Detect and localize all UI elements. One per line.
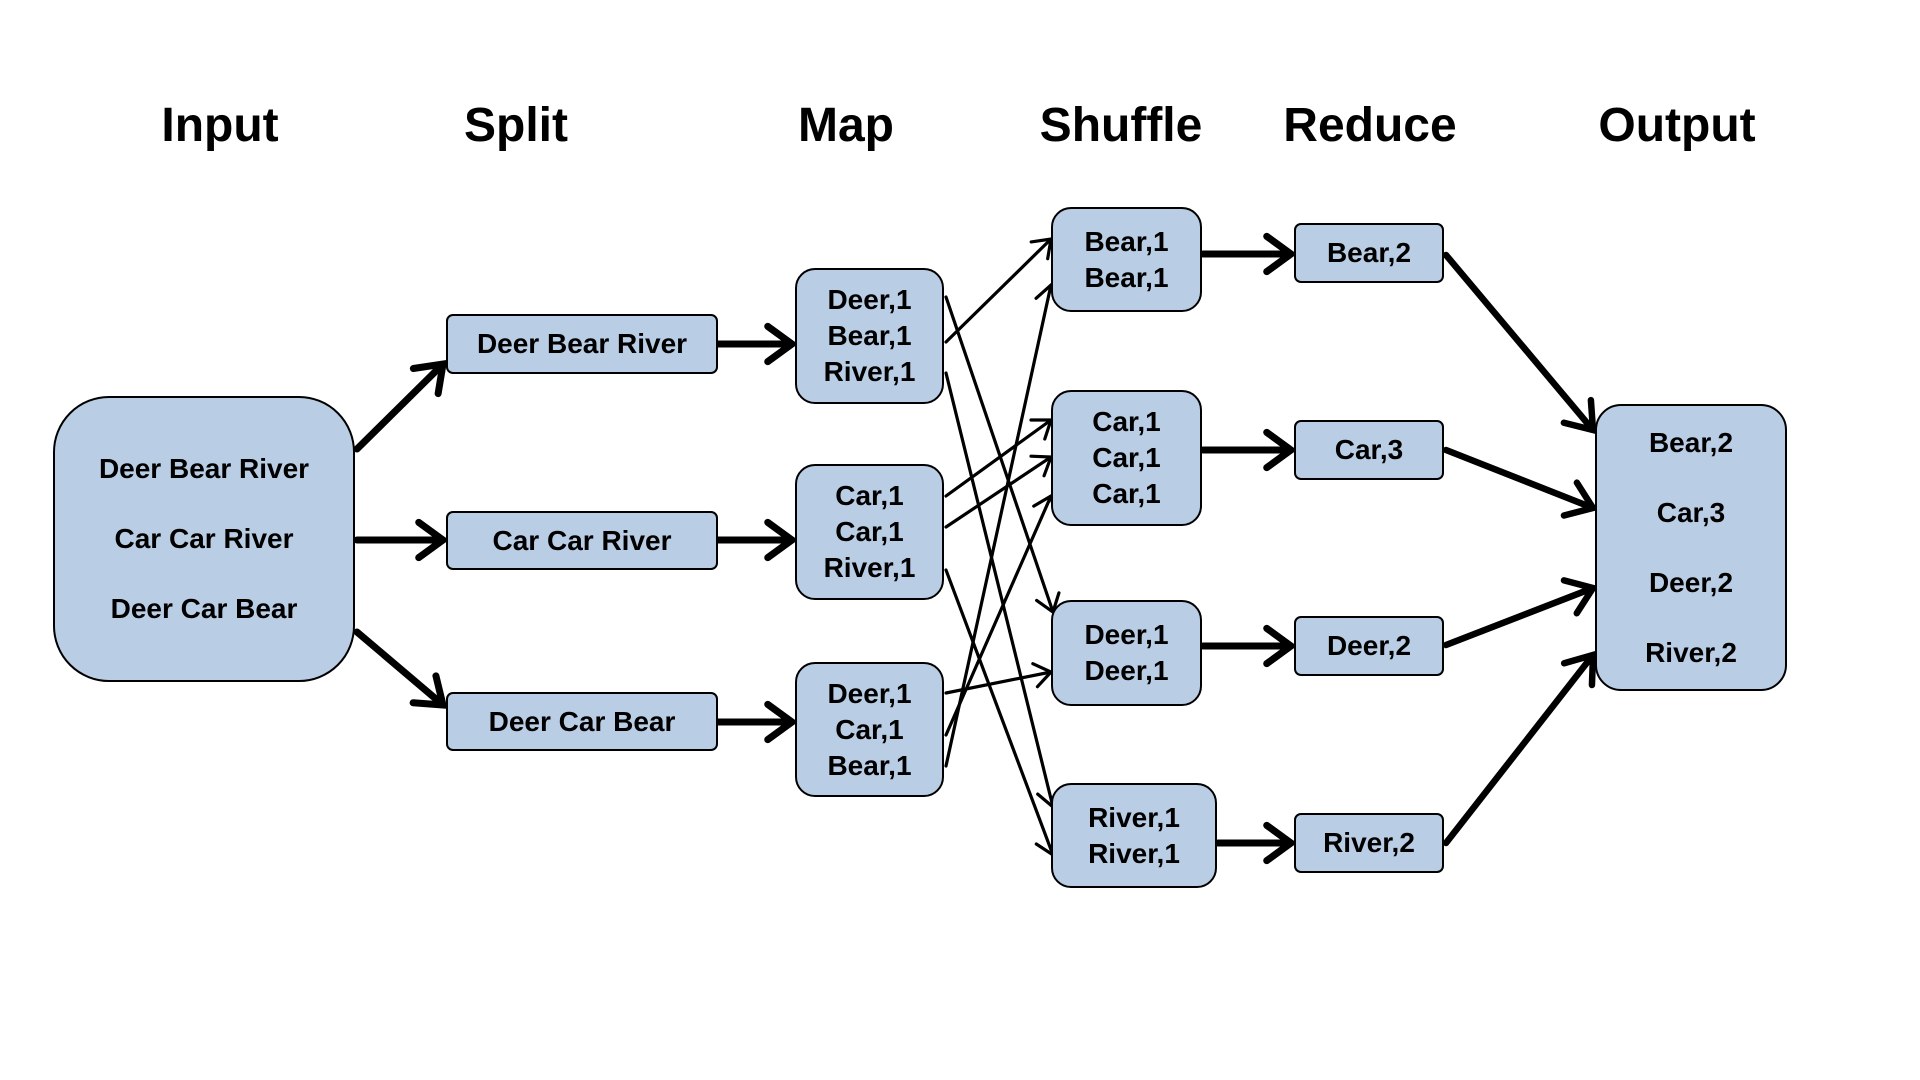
output-line: Deer,2 [1648, 566, 1734, 598]
map-pair: Car,1 [835, 516, 904, 547]
output-line: River,2 [1645, 636, 1737, 668]
map-pair: Bear,1 [827, 320, 912, 351]
reduce-node-deer: Deer,2 [1294, 616, 1444, 676]
map-pair: Car,1 [835, 480, 904, 511]
map-pair: River,1 [823, 356, 916, 387]
shuffle-pair: Car,1 [1092, 478, 1161, 509]
reduce-text: Bear,2 [1326, 237, 1412, 268]
arrow-split-to-map [714, 700, 798, 744]
reduce-node-river: River,2 [1294, 813, 1444, 873]
arrow-reduce-to-output [1442, 650, 1597, 847]
map-pair: River,1 [823, 552, 916, 583]
shuffle-pair: River,1 [1088, 801, 1180, 833]
input-line: Car Car River [114, 523, 294, 554]
arrow-input-to-split [353, 518, 449, 562]
arrow-map-to-shuffle [944, 662, 1054, 695]
arrow-shuffle-to-reduce [1199, 428, 1297, 472]
split-text: Deer Car Bear [488, 705, 676, 737]
input-node: Deer Bear River Car Car River Deer Car B… [53, 396, 355, 682]
input-line: Deer Bear River [98, 453, 310, 484]
map-pair: Deer,1 [827, 677, 912, 709]
output-line: Bear,2 [1648, 426, 1734, 458]
reduce-text: Deer,2 [1326, 630, 1412, 661]
arrow-input-to-split [353, 628, 448, 709]
split-node: Car Car River [446, 511, 718, 570]
map-pair: Deer,1 [827, 284, 912, 315]
reduce-node-bear: Bear,2 [1294, 223, 1444, 283]
output-node: Bear,2 Car,3 Deer,2 River,2 [1595, 404, 1787, 691]
stage-header-input: Input [161, 99, 279, 152]
arrow-map-to-shuffle [944, 295, 1061, 615]
arrow-reduce-to-output [1442, 251, 1597, 435]
stage-header-map: Map [798, 99, 894, 152]
arrow-input-to-split [353, 359, 448, 453]
shuffle-pair: Deer,1 [1084, 619, 1169, 650]
map-pair: Bear,1 [827, 749, 912, 781]
arrow-shuffle-to-reduce [1199, 624, 1297, 668]
map-node: Car,1 Car,1 River,1 [795, 464, 944, 600]
output-line: Car,3 [1656, 496, 1726, 528]
arrow-reduce-to-output [1442, 446, 1599, 519]
stage-header-shuffle: Shuffle [1039, 99, 1203, 152]
split-text: Car Car River [492, 524, 672, 556]
reduce-text: River,2 [1323, 827, 1415, 858]
shuffle-pair: Car,1 [1092, 406, 1161, 437]
map-pair: Car,1 [835, 713, 904, 745]
reduce-text: Car,3 [1334, 434, 1404, 465]
arrow-shuffle-to-reduce [1214, 821, 1297, 865]
shuffle-node-river: River,1 River,1 [1051, 783, 1217, 888]
shuffle-pair: Deer,1 [1084, 655, 1169, 686]
arrow-split-to-map [714, 322, 798, 366]
arrow-map-to-shuffle [944, 493, 1057, 737]
shuffle-pair: Bear,1 [1084, 225, 1169, 257]
shuffle-node-bear: Bear,1 Bear,1 [1051, 207, 1202, 312]
shuffle-pair: Bear,1 [1084, 261, 1169, 293]
arrow-map-to-shuffle [944, 237, 1053, 344]
arrow-map-to-shuffle [944, 454, 1054, 529]
shuffle-node-car: Car,1 Car,1 Car,1 [1051, 390, 1202, 526]
reduce-node-car: Car,3 [1294, 420, 1444, 480]
split-text: Deer Bear River [476, 328, 688, 359]
arrow-map-to-shuffle [944, 418, 1054, 498]
arrow-map-to-shuffle [944, 568, 1060, 858]
shuffle-node-deer: Deer,1 Deer,1 [1051, 600, 1202, 706]
arrow-shuffle-to-reduce [1199, 232, 1297, 276]
map-node: Deer,1 Bear,1 River,1 [795, 268, 944, 404]
arrow-map-to-shuffle [944, 282, 1061, 768]
stage-header-split: Split [464, 99, 568, 152]
split-node: Deer Car Bear [446, 692, 718, 751]
map-node: Deer,1 Car,1 Bear,1 [795, 662, 944, 797]
split-node: Deer Bear River [446, 314, 718, 374]
input-line: Deer Car Bear [110, 593, 298, 624]
arrow-reduce-to-output [1442, 577, 1599, 649]
stage-header-output: Output [1598, 99, 1756, 152]
shuffle-pair: River,1 [1088, 837, 1180, 869]
arrow-map-to-shuffle [944, 371, 1063, 810]
stage-header-reduce: Reduce [1283, 99, 1457, 152]
shuffle-pair: Car,1 [1092, 442, 1161, 473]
arrow-split-to-map [714, 518, 798, 562]
